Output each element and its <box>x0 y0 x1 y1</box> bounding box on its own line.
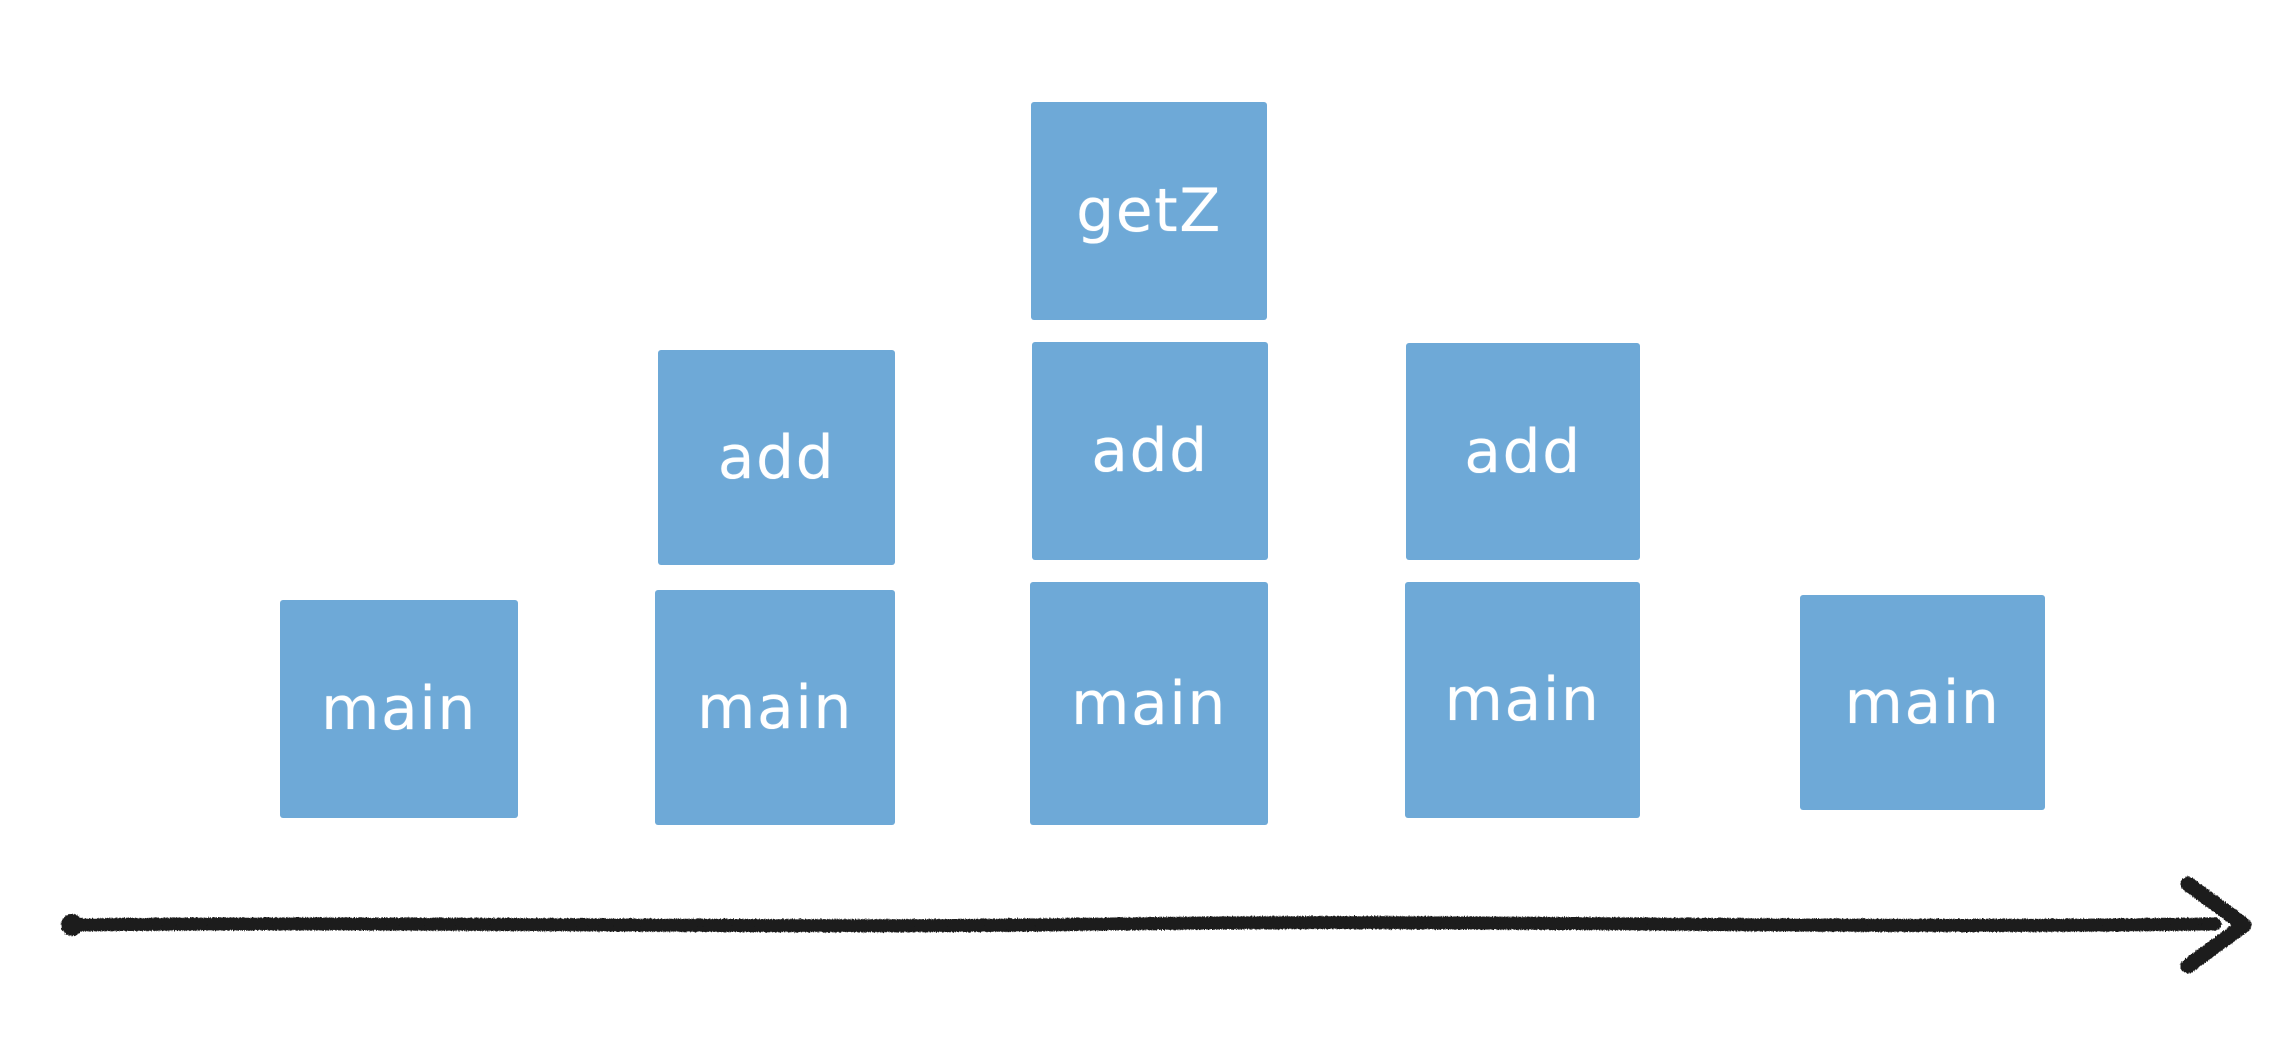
stack-frame-main-col3[interactable]: main <box>1030 582 1268 825</box>
time-axis-line-group[interactable] <box>61 876 2252 974</box>
stack-frame-label: add <box>717 422 836 493</box>
stack-frame-label: getZ <box>1076 176 1222 246</box>
stack-frame-label: main <box>1844 667 2001 738</box>
stack-frame-label: add <box>1091 416 1209 486</box>
stack-frame-main-col1[interactable]: main <box>280 600 518 818</box>
stack-frame-main-col4[interactable]: main <box>1405 582 1640 818</box>
stack-frame-add-col2[interactable]: add <box>658 350 895 565</box>
stack-frame-label: main <box>697 672 853 743</box>
stack-frame-label: add <box>1464 416 1582 487</box>
stack-frame-label: main <box>321 674 477 744</box>
stack-frame-label: main <box>1444 665 1601 735</box>
stack-frame-add-col3[interactable]: add <box>1032 342 1268 560</box>
stack-frame-main-col5[interactable]: main <box>1800 595 2045 810</box>
stack-frame-getz-col3[interactable]: getZ <box>1031 102 1267 320</box>
stack-frame-add-col4[interactable]: add <box>1406 343 1640 560</box>
stack-frame-main-col2[interactable]: main <box>655 590 895 825</box>
axis-arrowhead-icon <box>2180 876 2252 974</box>
stack-frame-label: main <box>1071 668 1227 739</box>
axis-shaft-overstroke <box>87 922 2208 932</box>
